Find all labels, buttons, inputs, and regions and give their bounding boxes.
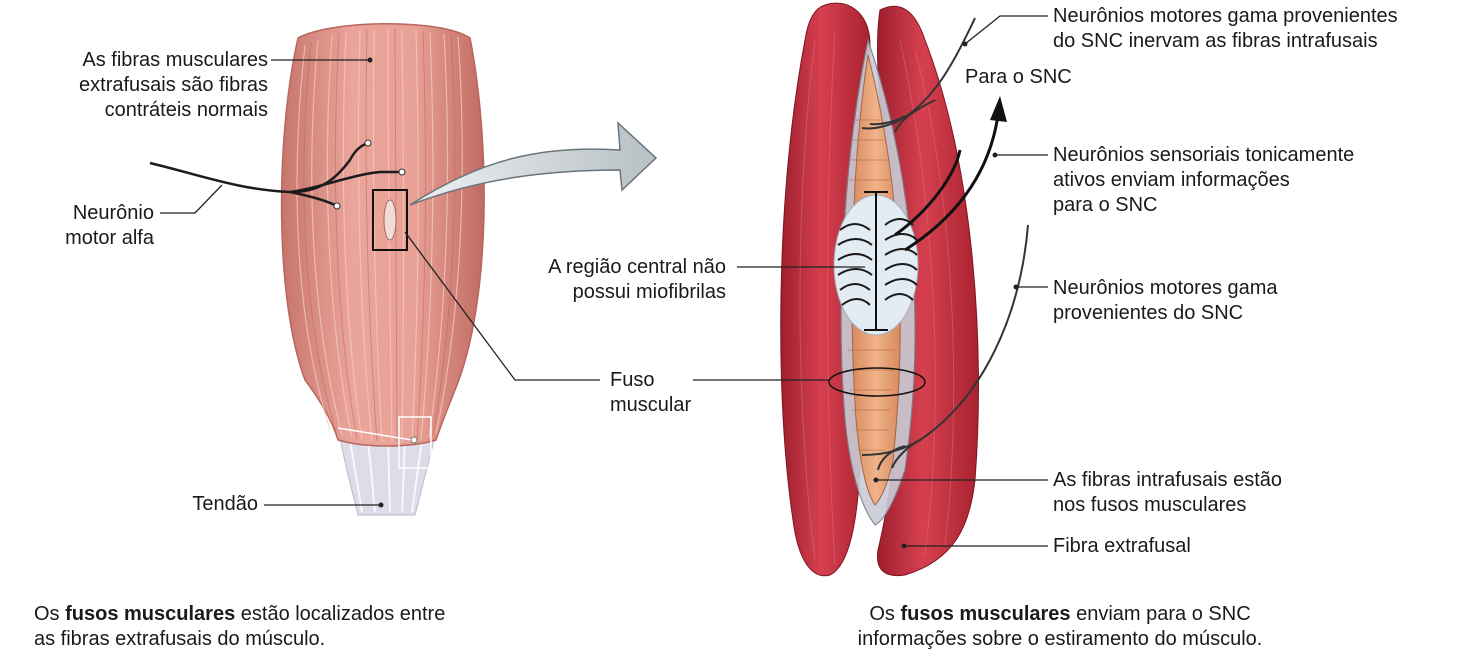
spindle-detail: [780, 2, 1029, 577]
spindle-ring: [828, 367, 926, 397]
sensory-coils: [837, 218, 918, 306]
label-tendon: Tendão: [192, 493, 258, 515]
muscle-belly: [280, 23, 485, 447]
label-to-cns: Para o SNC: [965, 66, 1072, 88]
sensory-neuron: [894, 114, 1000, 252]
spindle-box: [372, 189, 408, 251]
right-caption: Os fusos musculares enviam para o SNC in…: [857, 603, 1263, 650]
tendon-box: [398, 416, 432, 469]
label-central-region: A região central não possui miofibrilas: [548, 256, 726, 303]
label-alpha-motor-neuron: Neurônio motor alfa: [65, 202, 154, 249]
left-leader-lines: [160, 59, 600, 506]
label-gamma-motor-top: Neurônios motores gama provenientes do S…: [1053, 5, 1398, 52]
label-extrafusal-fiber: Fibra extrafusal: [1053, 535, 1191, 557]
zoom-arrow: [409, 121, 658, 206]
gamma-motor-top: [861, 17, 976, 133]
cns-arrowhead: [990, 96, 1007, 122]
label-intrafusal-fibers: As fibras intrafusais estão nos fusos mu…: [1053, 469, 1282, 516]
label-extrafusal-fibers: As fibras musculares extrafusais são fib…: [79, 49, 268, 121]
label-muscle-spindle: Fuso muscular: [610, 369, 692, 416]
right-leader-lines: [693, 15, 1048, 547]
spindle-in-muscle: [383, 199, 397, 241]
whole-muscle: [149, 23, 485, 516]
left-caption: Os fusos musculares estão localizados en…: [34, 603, 446, 650]
label-sensory-neurons: Neurônios sensoriais tonicamente ativos …: [1053, 144, 1355, 216]
muscle-fiber-lines: [296, 28, 463, 443]
label-gamma-motor-bottom: Neurônios motores gama provenientes do S…: [1053, 277, 1278, 324]
